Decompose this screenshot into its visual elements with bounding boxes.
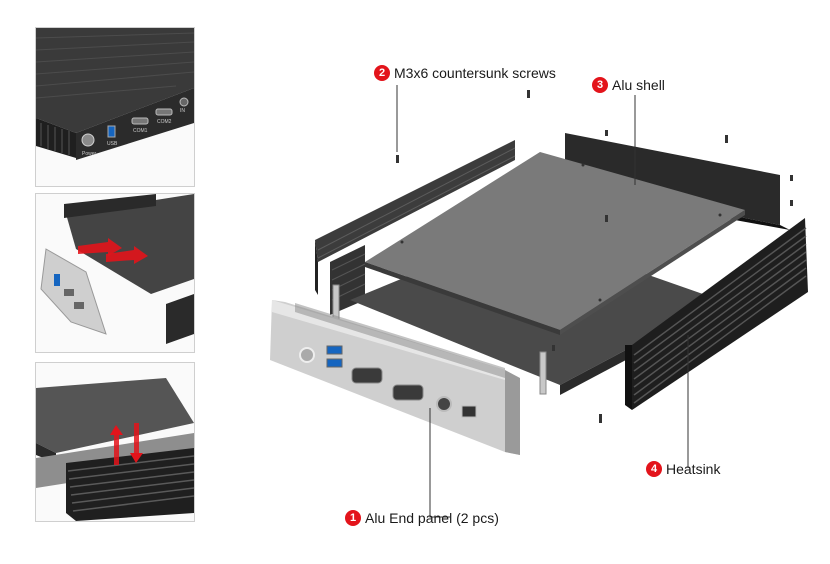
callout-leader-lines [396,85,689,518]
com-port-icon [392,384,424,401]
front-label-usb: USB [107,141,118,147]
callout-alu-shell: 3 Alu shell [592,77,665,93]
callout-heatsink: 4 Heatsink [646,461,720,477]
front-label-com2: COM2 [157,119,172,125]
alu-shell-plate [365,152,745,335]
power-button-icon [299,347,315,363]
callout-label: M3x6 countersunk screws [394,65,556,81]
callout-label: Heatsink [666,461,721,477]
thumbnail-heatsink-lift [35,362,195,522]
usb-port-icon [326,358,343,368]
alu-end-panel [270,300,520,455]
screw-icons [396,90,793,423]
thumbnail-front-view: Power USB COM1 COM2 IN [35,27,195,187]
usb-b-port-icon [461,405,477,418]
callout-screws: 2 M3x6 countersunk screws [374,65,556,81]
callout-number: 2 [374,65,390,81]
callout-number: 4 [646,461,662,477]
usb-port-icon [326,345,343,355]
callout-label: Alu End panel (2 pcs) [365,510,499,526]
callout-label: Alu shell [612,77,665,93]
front-label-power: Power [82,151,97,157]
front-label-com1: COM1 [133,128,148,134]
com-port-icon [351,367,383,384]
callout-number: 3 [592,77,608,93]
front-label-in: IN [180,108,185,114]
callout-end-panel: 1 Alu End panel (2 pcs) [345,510,499,526]
callout-number: 1 [345,510,361,526]
right-heatsink [625,218,808,410]
power-jack-icon [436,396,452,412]
thumbnail-panel-insert [35,193,195,353]
bracket-front [539,351,547,395]
